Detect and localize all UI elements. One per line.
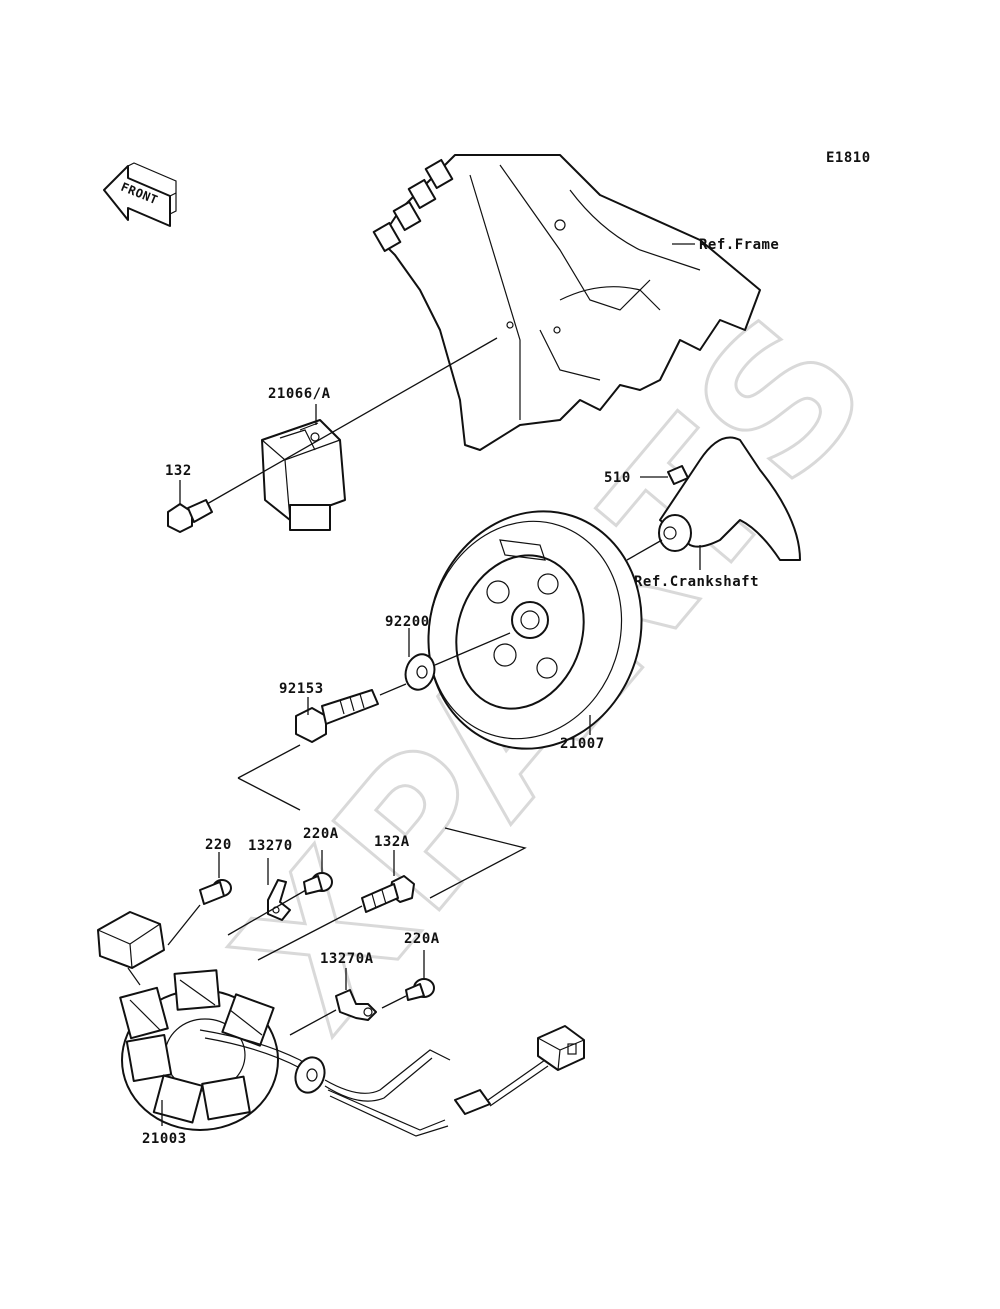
washer-92200-part: 92200 — [385, 614, 511, 691]
part-label-220A-top: 220A — [303, 826, 339, 842]
bolt-220a-top-part: 220A — [227, 826, 339, 936]
part-label-132A: 132A — [374, 834, 410, 850]
bolt-132-part: 132 — [165, 463, 213, 533]
assembly-outline-2 — [237, 777, 301, 811]
part-label-220A-bottom: 220A — [404, 931, 440, 947]
ref-frame-label: Ref.Frame — [699, 237, 779, 253]
bracket-13270a-part: 13270A — [289, 951, 377, 1036]
part-label-13270: 13270 — [248, 838, 293, 854]
part-label-13270A: 13270A — [320, 951, 374, 967]
part-label-92153: 92153 — [279, 681, 324, 697]
part-label-510: 510 — [604, 470, 631, 486]
bolt-132a-part: 132A — [257, 834, 415, 961]
front-arrow-icon: FRONT — [103, 162, 177, 227]
ref-crankshaft-label: Ref.Crankshaft — [634, 574, 759, 590]
flywheel-rotor-part: 21007 — [427, 510, 643, 752]
frame-part: Ref.Frame — [372, 154, 779, 451]
part-label-132: 132 — [165, 463, 192, 479]
bolt-92153-part: 92153 — [279, 681, 407, 743]
regulator-rectifier-part: 21066/A — [199, 337, 498, 531]
part-label-21007: 21007 — [560, 736, 605, 752]
part-label-220: 220 — [205, 837, 232, 853]
part-label-21066A: 21066/A — [268, 386, 331, 402]
stator-part: 21003 — [97, 911, 585, 1147]
part-label-21003: 21003 — [142, 1131, 187, 1147]
assembly-outline — [237, 744, 301, 779]
bolt-220a-bottom-part: 220A — [381, 931, 440, 1009]
crankshaft-part: 510 Ref.Crankshaft — [604, 436, 801, 590]
part-label-92200: 92200 — [385, 614, 430, 630]
diagram-code: E1810 — [826, 150, 871, 166]
assembly-outline-3 — [429, 827, 527, 899]
bolt-220-part: 220 — [167, 837, 232, 946]
